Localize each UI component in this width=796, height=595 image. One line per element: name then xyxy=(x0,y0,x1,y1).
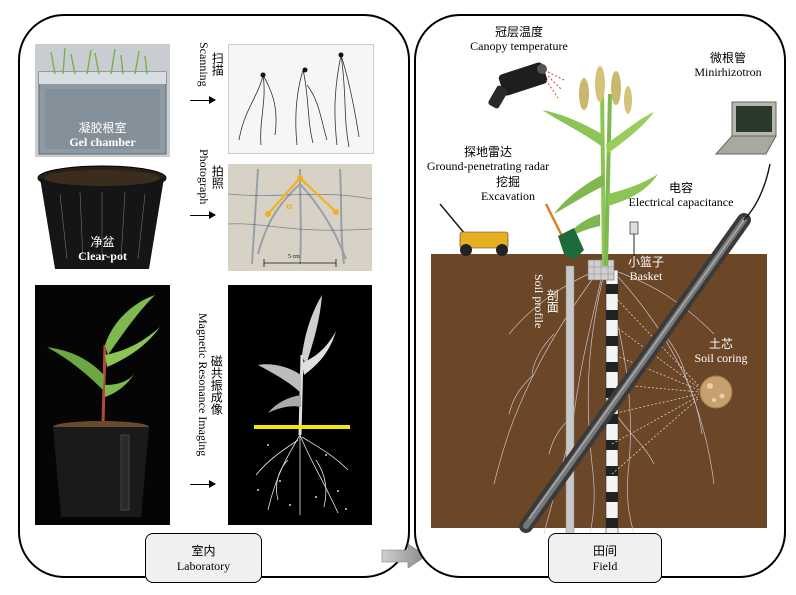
scanning-cn: 扫描 xyxy=(210,51,225,76)
basket-cn: 小篮子 xyxy=(627,255,664,269)
photograph-label: 拍照 Photograph xyxy=(196,144,224,210)
scanning-en: Scanning xyxy=(197,41,211,87)
radar-cart-icon xyxy=(439,203,509,256)
scale-label: 5 cm xyxy=(288,254,300,260)
basket-en: Basket xyxy=(629,268,663,283)
laptop-icon xyxy=(714,101,777,155)
clear-pot-illustration xyxy=(37,165,167,269)
mri-image xyxy=(228,285,372,525)
maize-pot-photo xyxy=(35,285,170,525)
mri-en: Magnetic Resonance Imaging xyxy=(196,313,210,457)
lab-to-field-arrow xyxy=(381,544,427,568)
soil-profile-label: 剖面 Soil profile xyxy=(528,270,562,332)
soil-profile-en: Soil profile xyxy=(532,273,546,329)
gel-chamber-cn: 凝胶根室 xyxy=(78,121,127,135)
root-angle-photo xyxy=(228,164,372,271)
maize-plant-illustration xyxy=(35,285,170,525)
gpr-en: Ground-penetrating radar xyxy=(426,158,550,173)
mri-plant-render xyxy=(228,285,372,525)
photograph-cn: 拍照 xyxy=(210,165,225,189)
gel-chamber-photo: 凝胶根室 Gel chamber xyxy=(35,44,170,157)
arrow-photograph xyxy=(190,211,216,219)
photograph-en: Photograph xyxy=(197,149,211,205)
capacitance-en: Electrical capacitance xyxy=(628,194,734,209)
laboratory-cn: 室内 xyxy=(191,544,216,558)
clear-pot-cn: 净盆 xyxy=(90,235,115,249)
thermometer-gun-icon xyxy=(488,62,548,109)
gel-chamber-illustration xyxy=(35,44,170,157)
field-en: Field xyxy=(592,559,618,573)
arrow-mri xyxy=(190,480,216,488)
minirhizotron-cn: 微根管 xyxy=(709,51,746,65)
gel-chamber-en: Gel chamber xyxy=(69,134,136,149)
clear-pot-photo: 净盆 Clear-pot xyxy=(35,164,170,276)
field-cn: 田间 xyxy=(592,544,617,558)
scanned-roots xyxy=(238,52,360,148)
capacitance-cn: 电容 xyxy=(668,181,693,195)
excavation-caption: 挖掘 Excavation xyxy=(468,175,548,204)
mri-label: 磁共振成像 Magnetic Resonance Imaging xyxy=(194,292,224,478)
laboratory-en: Laboratory xyxy=(176,559,231,573)
soil-coring-caption: 土芯 Soil coring xyxy=(686,337,756,366)
photograph-image: α 5 cm xyxy=(228,164,372,271)
scanning-image xyxy=(228,44,374,154)
gpr-caption: 探地雷达 Ground-penetrating radar xyxy=(418,145,558,174)
minirhizotron-en: Minirhizotron xyxy=(694,64,762,79)
soil-coring-cn: 土芯 xyxy=(708,337,733,351)
clear-pot-en: Clear-pot xyxy=(78,248,127,263)
canopy-cn: 冠层温度 xyxy=(494,25,543,39)
scanning-label: 扫描 Scanning xyxy=(196,36,224,92)
capacitance-caption: 电容 Electrical capacitance xyxy=(616,181,746,210)
gpr-cn: 探地雷达 xyxy=(463,145,512,159)
field-illustration xyxy=(439,62,777,535)
canopy-temperature-caption: 冠层温度 Canopy temperature xyxy=(454,25,584,54)
basket-caption: 小篮子 Basket xyxy=(616,255,676,284)
mri-cn: 磁共振成像 xyxy=(209,354,224,415)
arrow-scanning xyxy=(190,96,216,104)
shovel-icon xyxy=(544,203,584,260)
field-label: 田间 Field xyxy=(548,533,662,583)
canopy-en: Canopy temperature xyxy=(470,38,568,53)
excavation-en: Excavation xyxy=(481,188,535,203)
soil-coring-en: Soil coring xyxy=(694,350,748,365)
angle-alpha: α xyxy=(286,200,293,212)
excavation-cn: 挖掘 xyxy=(495,175,520,189)
minirhizotron-caption: 微根管 Minirhizotron xyxy=(688,51,768,80)
laboratory-label: 室内 Laboratory xyxy=(145,533,262,583)
soil-profile-cn: 剖面 xyxy=(545,288,560,313)
